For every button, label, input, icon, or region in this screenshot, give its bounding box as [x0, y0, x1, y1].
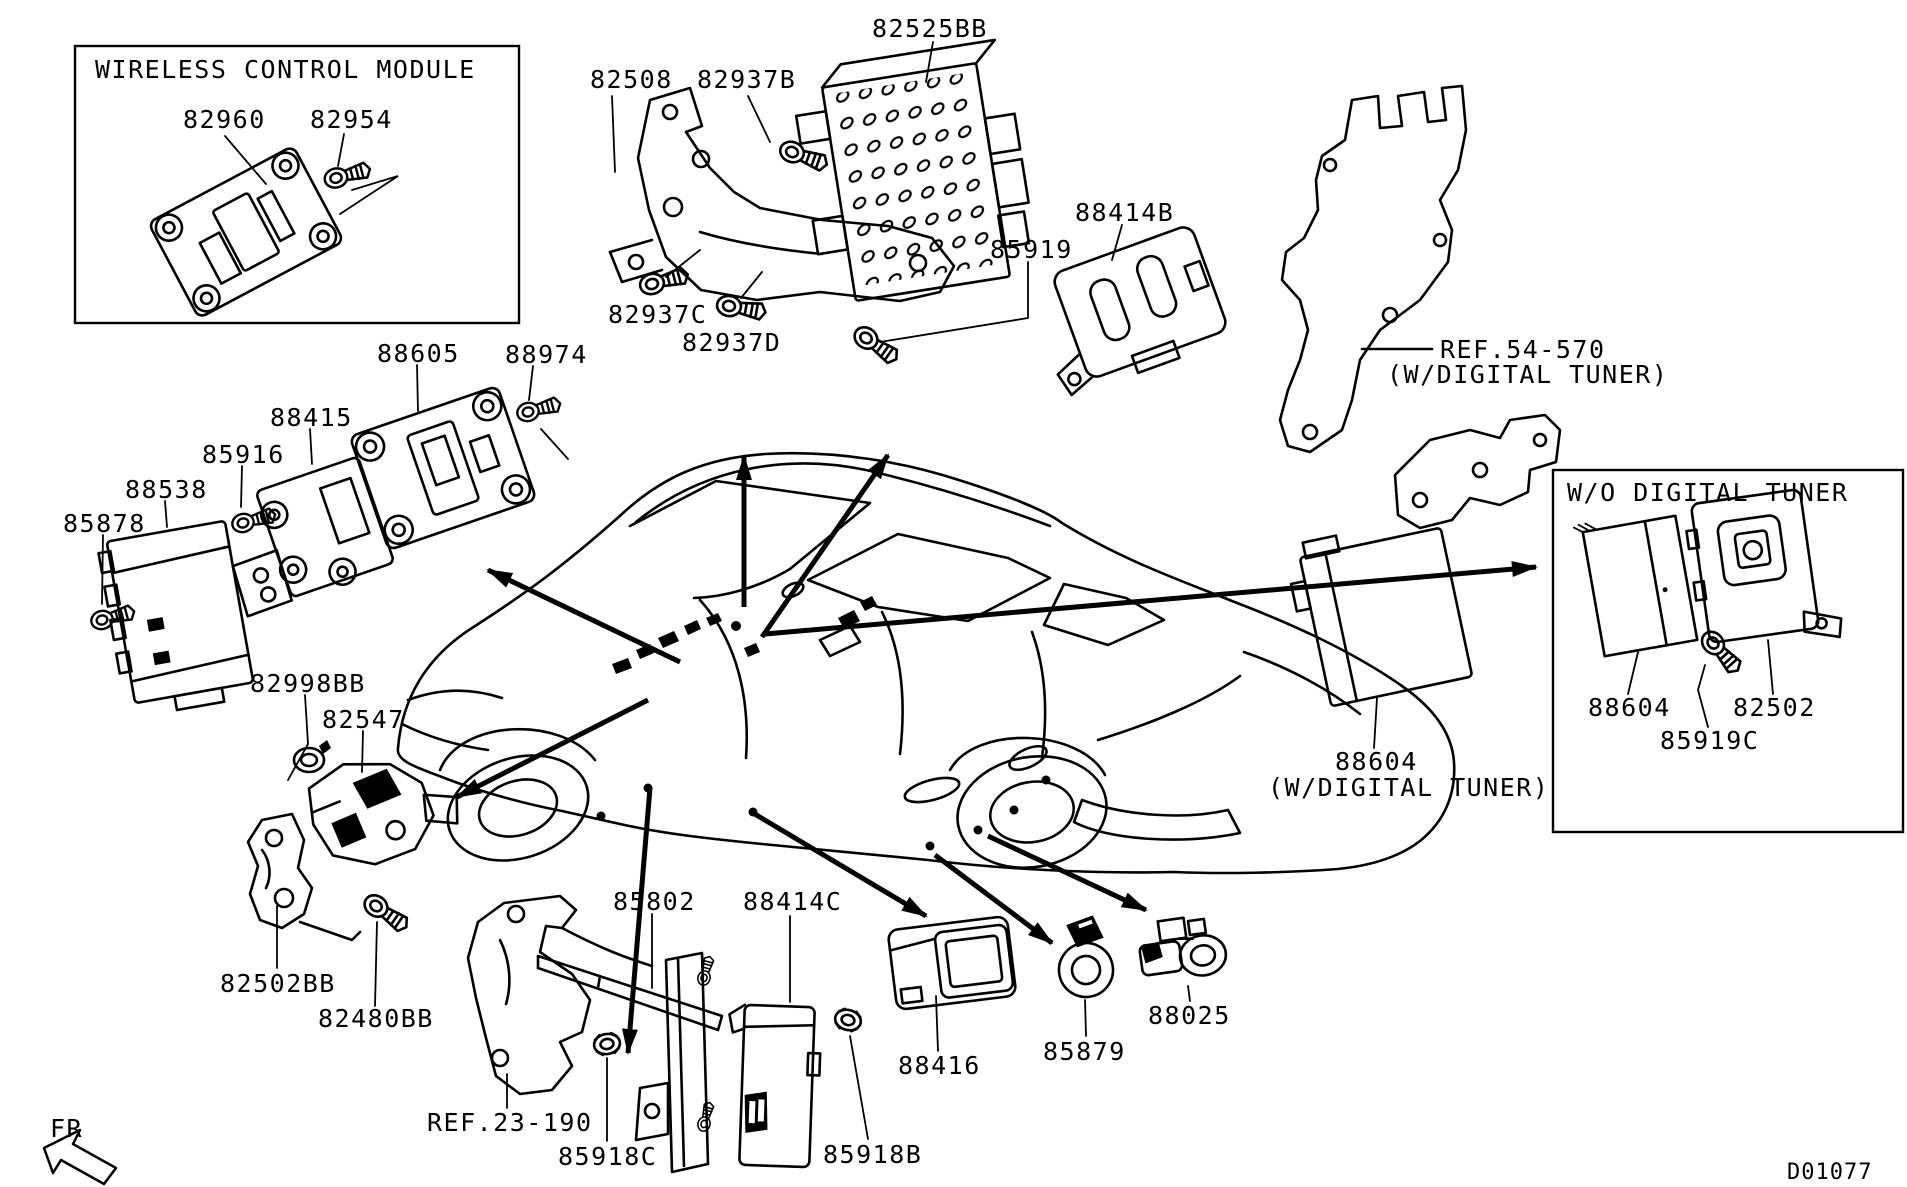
part-drawing-82480BB — [359, 889, 414, 937]
part-drawing-88604-wo-tuner — [1572, 514, 1699, 658]
part-drawing-88974 — [514, 393, 564, 425]
part-drawing-82547 — [307, 762, 459, 866]
drawing-code: D01077 — [1787, 1160, 1872, 1185]
part-label-82525BB: 82525BB — [872, 14, 988, 43]
part-label-88604-wo-tuner: 88604 — [1588, 693, 1671, 722]
part-label-88604-w-tuner: 88604 — [1335, 747, 1418, 776]
part-drawing-82502BB — [246, 812, 362, 942]
part-label-82937D: 82937D — [682, 328, 781, 357]
part-drawing-88416 — [887, 915, 1017, 1011]
note-w-digital-tuner-bottom: (W/DIGITAL TUNER) — [1268, 773, 1549, 802]
part-label-82502BB: 82502BB — [220, 969, 336, 998]
part-drawing-85919C — [1696, 626, 1747, 679]
mount-point-dots — [596, 775, 1051, 851]
part-label-85802: 85802 — [613, 887, 696, 916]
part-label-85919C: 85919C — [1660, 726, 1759, 755]
part-drawing-82998BB — [292, 740, 331, 774]
part-drawing-88415 — [256, 456, 394, 598]
part-label-88414B: 88414B — [1075, 198, 1174, 227]
part-label-85916: 85916 — [202, 440, 285, 469]
part-label-82998BB: 82998BB — [250, 669, 366, 698]
section-title-wireless-control-module: WIRELESS CONTROL MODULE — [95, 55, 476, 84]
section-title-wo-digital-tuner: W/O DIGITAL TUNER — [1567, 478, 1848, 507]
part-label-88974: 88974 — [505, 340, 588, 369]
part-drawing-88605 — [350, 386, 536, 550]
part-label-85919: 85919 — [990, 235, 1073, 264]
note-w-digital-tuner-top: (W/DIGITAL TUNER) — [1387, 360, 1668, 389]
part-label-88414C: 88414C — [743, 887, 842, 916]
part-label-82937C: 82937C — [608, 300, 707, 329]
part-drawing-82525BB — [794, 38, 1031, 302]
wo-digital-tuner-box — [1551, 468, 1905, 834]
part-label-88538: 88538 — [125, 475, 208, 504]
ref-label-23-190: REF.23-190 — [427, 1108, 593, 1137]
part-label-88605: 88605 — [377, 339, 460, 368]
part-drawing-88538 — [97, 520, 293, 712]
part-label-82508: 82508 — [590, 65, 673, 94]
part-label-85918C: 85918C — [558, 1142, 657, 1171]
part-label-82547: 82547 — [322, 705, 405, 734]
mounted-components — [612, 596, 877, 674]
part-label-85879: 85879 — [1043, 1037, 1126, 1066]
part-drawing-85802 — [536, 951, 724, 1174]
part-drawing-ref23-bracket — [466, 894, 654, 1096]
part-label-85918B: 85918B — [823, 1140, 922, 1169]
part-drawing-85919 — [849, 321, 904, 369]
part-drawing-85916 — [229, 504, 279, 536]
part-label-88025: 88025 — [1148, 1001, 1231, 1030]
ref-label-54-570: REF.54-570 — [1440, 335, 1606, 364]
part-drawing-82502 — [1685, 488, 1843, 644]
part-drawing-85918C — [591, 1030, 623, 1058]
part-drawing-88604-w-tuner — [1289, 527, 1473, 707]
part-drawing-88025 — [1138, 916, 1228, 977]
part-label-82937B: 82937B — [697, 65, 796, 94]
part-label-82954: 82954 — [310, 105, 393, 134]
part-drawing-lower-bracket — [1393, 413, 1562, 530]
wireless-control-module-box — [73, 44, 521, 325]
part-drawing-88414B — [1053, 226, 1227, 397]
part-label-88415: 88415 — [270, 403, 353, 432]
part-label-82960: 82960 — [183, 105, 266, 134]
part-drawing-82937C — [636, 263, 692, 299]
leader-lines — [101, 41, 1774, 1142]
direction-arrows — [455, 453, 1538, 1055]
part-label-88416: 88416 — [898, 1051, 981, 1080]
part-label-82502: 82502 — [1733, 693, 1816, 722]
part-label-85878: 85878 — [63, 509, 146, 538]
fr-label: FR — [50, 1114, 83, 1143]
part-drawing-ref54-bracket — [1278, 84, 1468, 454]
part-drawing-88414C — [728, 1003, 822, 1169]
car-illustration — [396, 451, 1456, 875]
part-drawing-85879 — [1057, 915, 1115, 999]
part-label-82480BB: 82480BB — [318, 1004, 434, 1033]
fr-direction-arrow — [42, 1128, 118, 1186]
part-drawing-85918B — [831, 1005, 865, 1035]
part-drawing-82960 — [149, 147, 343, 317]
